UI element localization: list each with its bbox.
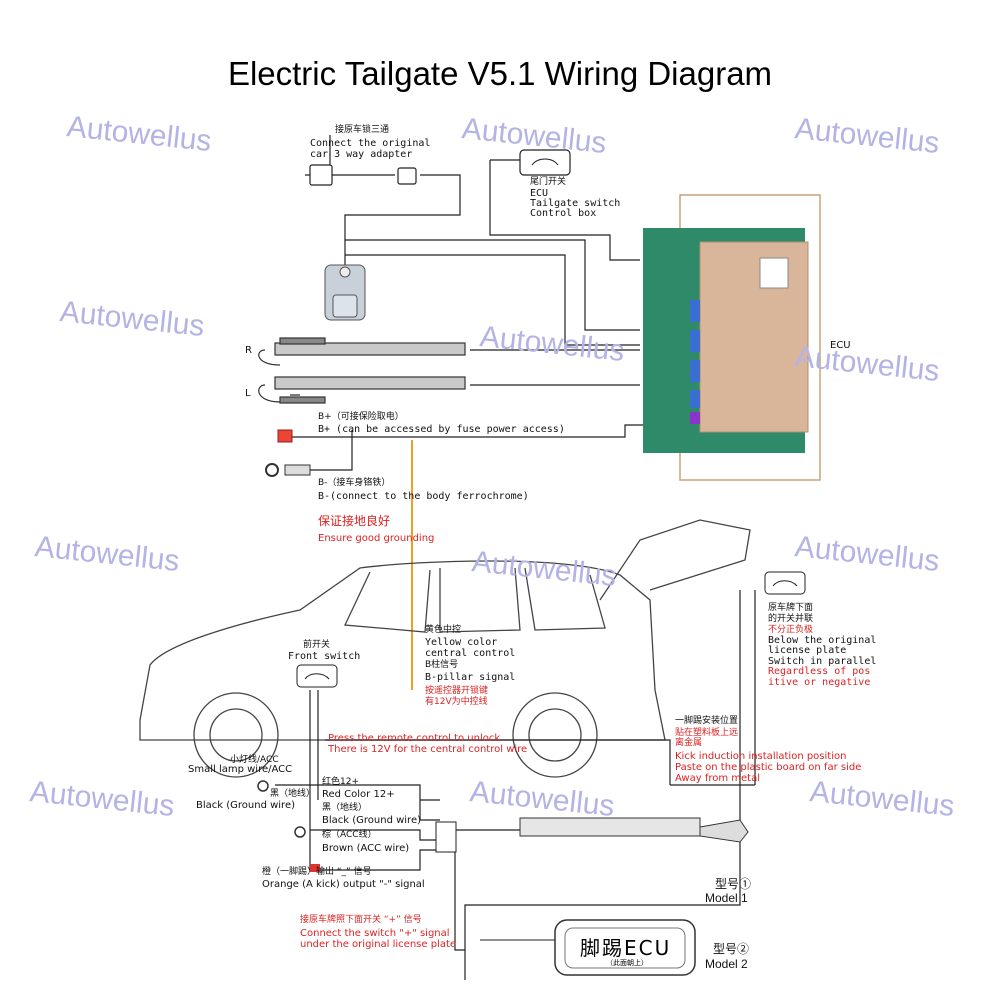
harness-wire (345, 254, 640, 346)
harness-wire (344, 174, 461, 270)
front-switch-label-cn: 前开关 (303, 640, 331, 650)
yellow-label-en-1: Yellow color (425, 637, 498, 648)
yellow-label-en-2: central control (425, 648, 516, 659)
harness-wire (345, 239, 640, 331)
adapter-label-en-2: car 3 way adapter (310, 149, 413, 160)
bminus-label-en: B-(connect to the body ferrochrome) (318, 491, 529, 502)
ecu-label: ECU (830, 340, 851, 351)
model2-label-en: Model 2 (705, 957, 748, 971)
kick-ecu-label: 脚踢ECU (580, 936, 672, 960)
remote-label-cn-2: 有12V为中控线 (425, 697, 488, 707)
strut-icon (258, 337, 466, 404)
plate-label-en-1: Connect the switch "+" signal (300, 928, 450, 939)
kick-label-cn-3: 离金属 (675, 738, 703, 748)
bminus-wire (310, 430, 353, 471)
orange-label-cn: 橙（一脚踢）输出 “_” 信号 (262, 867, 372, 877)
license-label-en-1: Below the original (768, 635, 877, 646)
model1-label-en: Model 1 (705, 891, 748, 905)
bpillar-label-cn: B柱信号 (425, 660, 459, 670)
brown-label-en: Brown (ACC wire) (322, 843, 410, 854)
adapter-label-cn: 接原车锁三通 (335, 125, 390, 135)
bplus-wire (290, 424, 645, 438)
red-label-en: Red Color 12+ (322, 789, 395, 800)
ground-ring-icon (294, 826, 306, 838)
model1-label-cn: 型号① (715, 877, 752, 891)
license-label-en-4: Regardless of pos (768, 666, 871, 677)
bplus-label-en: B+ (can be accessed by fuse power access… (318, 424, 565, 435)
connector-icon (309, 164, 417, 186)
ground-ring-icon (257, 780, 269, 792)
ecu-board-icon (643, 228, 809, 453)
acc-label-en: Small lamp wire/ACC (188, 764, 293, 775)
tailgate-latch-icon (324, 264, 366, 321)
adapter-label-en-1: Connect the original (310, 138, 431, 149)
black2-label-en: Black (Ground wire) (322, 815, 421, 826)
license-label-en-5: itive or negative (768, 677, 871, 688)
brown-label-cn: 棕（ACC线） (322, 830, 377, 840)
bpillar-label-en: B-pillar signal (425, 672, 516, 683)
ground-label-cn: 保证接地良好 (318, 514, 391, 528)
black-label-cn: 黑（地线） (270, 789, 316, 799)
car-icon (139, 519, 751, 778)
switch-button-icon (764, 571, 806, 595)
bminus-label-cn: B-（接车身铬铁） (318, 478, 391, 488)
switch-button-icon (296, 664, 338, 688)
license-label-cn-2: 的开关并联 (768, 614, 814, 624)
strut-l-label: L (245, 388, 251, 399)
kick-label-cn-2: 贴在塑料板上远 (675, 728, 739, 738)
connector-icon (435, 821, 457, 853)
kick-label-cn-1: 一脚踢安装位置 (675, 716, 739, 726)
plate-label-cn: 接原车牌照下面开关 “+” 信号 (300, 915, 422, 925)
ground-label-en: Ensure good grounding (318, 533, 435, 544)
license-label-cn-3: 不分正负极 (768, 625, 814, 635)
switch-label-en-3: Control box (530, 208, 597, 219)
strut-r-label: R (245, 345, 252, 356)
black2-label-cn: 黑（地线） (322, 803, 368, 813)
harness-wire (489, 159, 640, 261)
remote-label-en-2: There is 12V for the central control wir… (328, 744, 528, 755)
kick-label-en-1: Kick induction installation position (675, 751, 847, 762)
plate-label-en-2: under the original license plate (300, 939, 457, 950)
fuse-icon (277, 429, 293, 443)
switch-label-en-2: Tailgate switch (530, 198, 621, 209)
bplus-label-cn: B+（可接保险取电） (318, 412, 404, 422)
red-label-cn: 红色12+ (322, 777, 359, 787)
page-title: Electric Tailgate V5.1 Wiring Diagram (227, 55, 773, 92)
switch-label-cn: 尾门开关 (530, 177, 567, 187)
license-label-en-2: license plate (768, 645, 847, 656)
ground-ring-icon (265, 463, 279, 477)
kick-label-en-3: Away from metal (675, 773, 761, 784)
orange-label-en: Orange (A kick) output "-" signal (262, 879, 425, 890)
model2-label-cn: 型号② (713, 942, 750, 956)
yellow-label-cn: 黄色中控 (425, 625, 462, 635)
license-label-en-3: Switch in parallel (768, 656, 877, 667)
remote-label-cn-1: 按遥控器开锁键 (425, 686, 489, 696)
kick-ecu-box (554, 919, 696, 976)
remote-label-en-1: Press the remote control to unlock (328, 733, 501, 744)
kick-ecu-sub-label: （此面朝上） (606, 959, 648, 967)
acc-label-cn: 小灯线/ACC (230, 755, 279, 765)
front-switch-label-en: Front switch (288, 651, 361, 662)
kick-label-en-2: Paste on the plastic board on far side (675, 762, 862, 773)
switch-label-en-1: ECU (530, 188, 549, 199)
license-label-cn-1: 原车牌下面 (768, 603, 814, 613)
switch-button-icon (519, 149, 571, 176)
black-label-en: Black (Ground wire) (196, 800, 295, 811)
